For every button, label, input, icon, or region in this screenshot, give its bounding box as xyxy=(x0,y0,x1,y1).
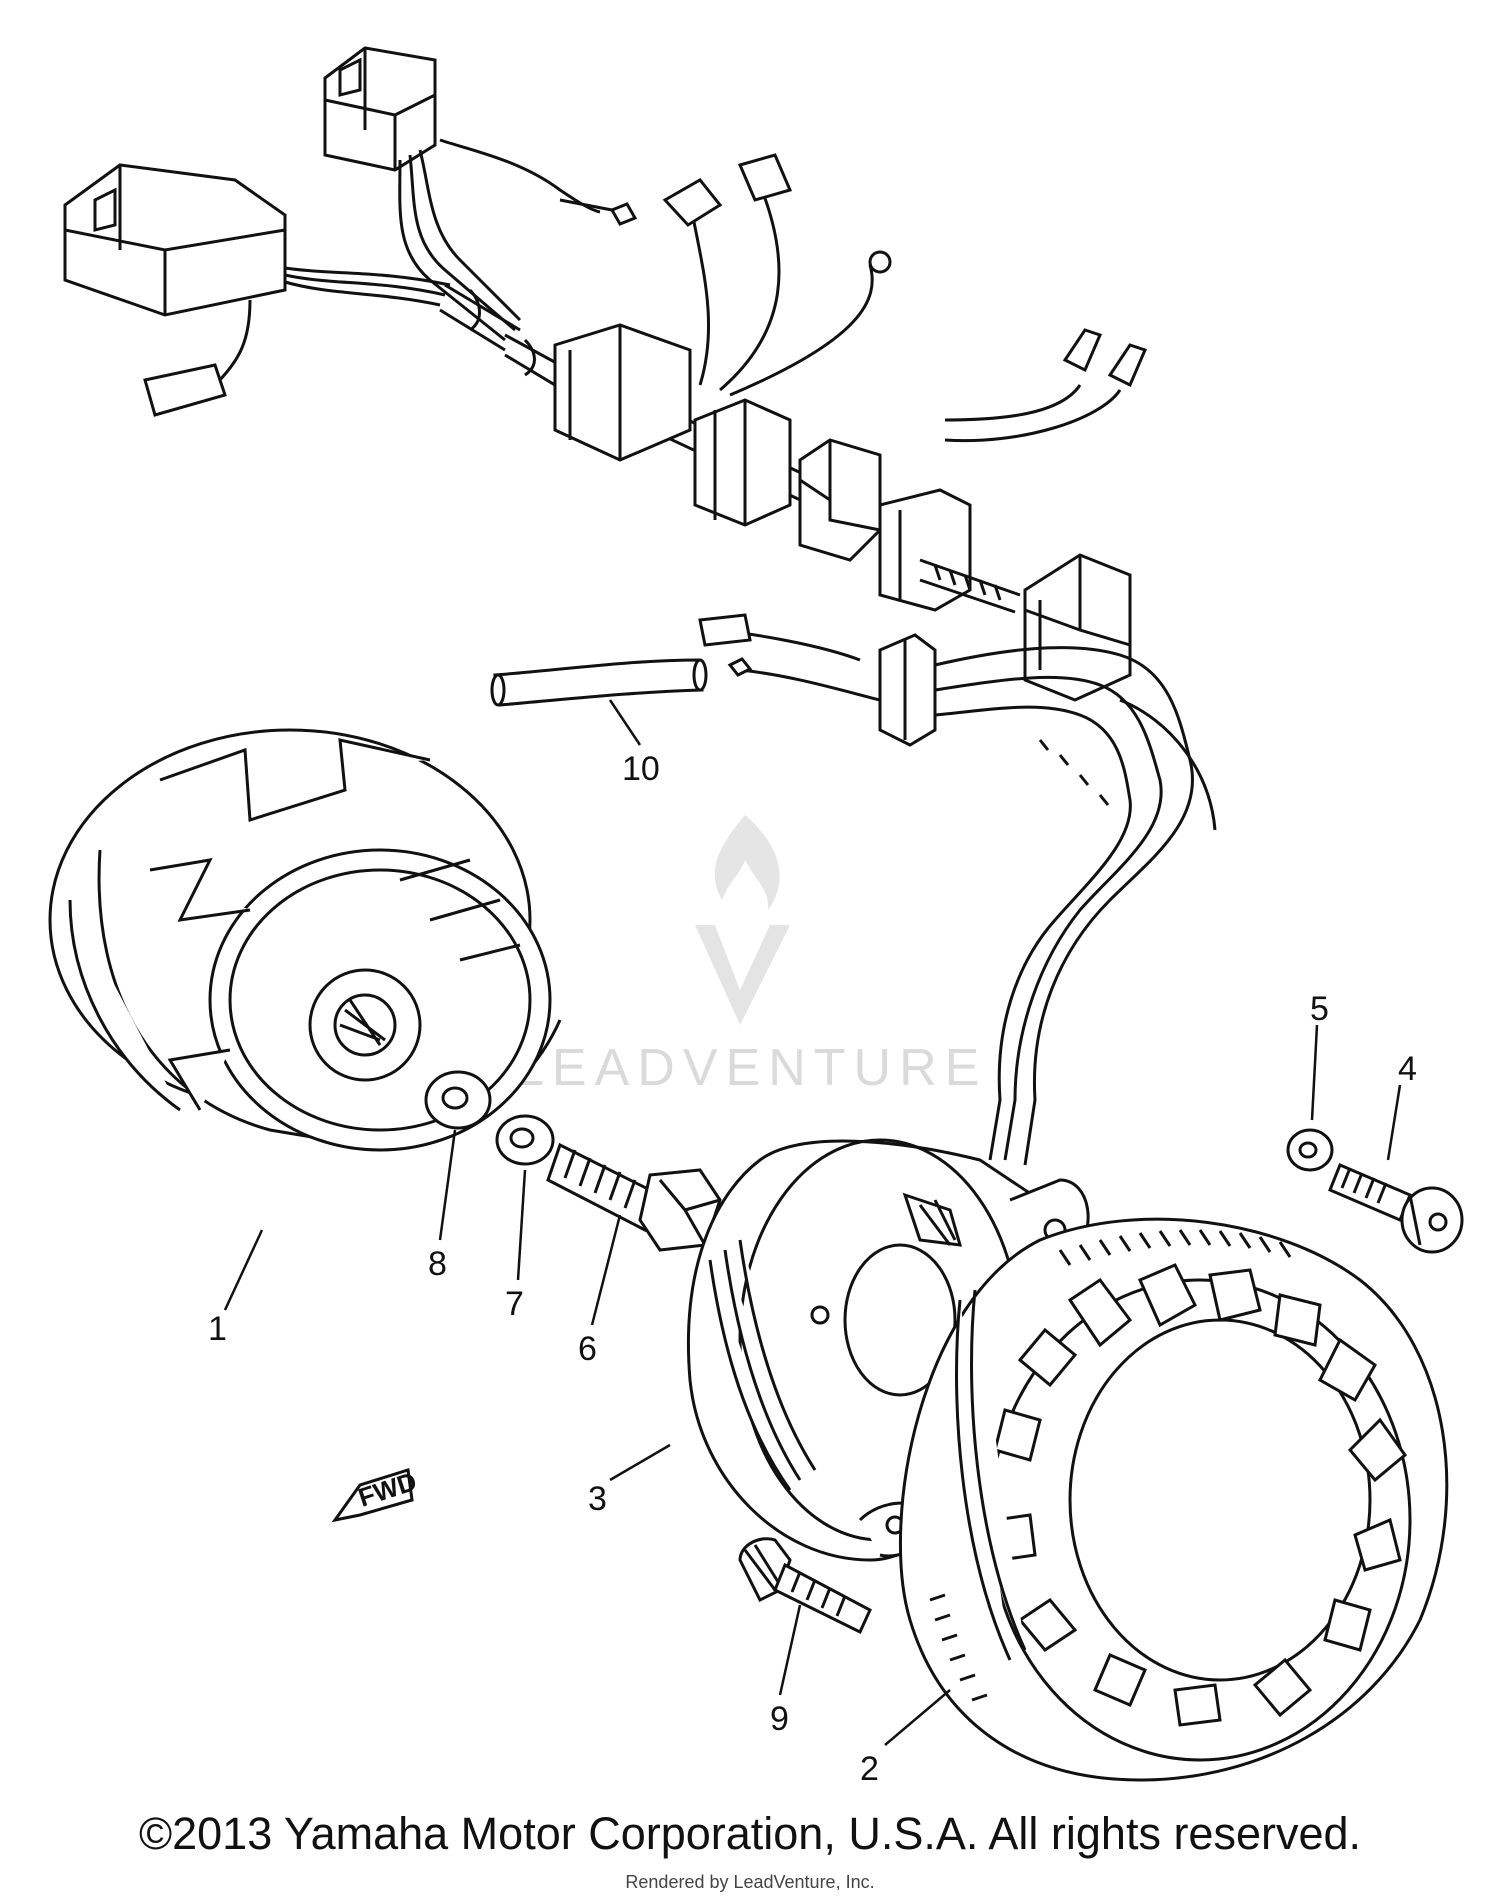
callout-4: 4 xyxy=(1398,1050,1417,1088)
callout-labels: 1 2 3 4 5 6 7 8 9 10 xyxy=(208,750,1417,1788)
callout-5: 5 xyxy=(1310,990,1329,1028)
part-8-washer xyxy=(424,1070,492,1130)
callout-7: 7 xyxy=(505,1285,524,1323)
watermark-flame-icon xyxy=(714,815,780,910)
fwd-arrow-icon: FWD xyxy=(331,1466,420,1523)
part-5-washer xyxy=(1286,1128,1334,1172)
leader-5 xyxy=(1310,1024,1319,1121)
callout-8: 8 xyxy=(428,1245,447,1283)
part-9-screw xyxy=(738,1537,872,1635)
leader-6 xyxy=(590,1214,622,1326)
part-7-lock-washer xyxy=(495,1114,555,1166)
leader-4 xyxy=(1386,1084,1402,1161)
leader-2 xyxy=(884,1689,951,1746)
callout-3: 3 xyxy=(588,1480,607,1518)
callout-10: 10 xyxy=(622,750,660,788)
connector-left xyxy=(63,163,287,317)
watermark-text: LEADVENTURE xyxy=(515,1039,987,1097)
copyright-notice: ©2013 Yamaha Motor Corporation, U.S.A. A… xyxy=(138,1808,1362,1859)
callout-6: 6 xyxy=(578,1330,597,1368)
leader-1 xyxy=(223,1229,264,1311)
leader-9 xyxy=(778,1604,802,1696)
part-1-rotor xyxy=(48,728,562,1152)
callout-2: 2 xyxy=(860,1750,879,1788)
connector-upper xyxy=(323,46,437,172)
rendered-by-credit: Rendered by LeadVenture, Inc. xyxy=(625,1872,875,1892)
leader-10 xyxy=(608,699,642,746)
watermark: LEADVENTURE xyxy=(515,815,987,1097)
part-4-screw xyxy=(1328,1163,1464,1254)
leader-8 xyxy=(438,1129,457,1241)
part-10-tube xyxy=(490,658,708,707)
part-2-stator-coil xyxy=(899,1217,1449,1782)
wiring-harness xyxy=(63,46,1217,1166)
callout-9: 9 xyxy=(770,1700,789,1738)
watermark-v-icon xyxy=(695,925,790,1025)
callout-1: 1 xyxy=(208,1310,227,1348)
leader-3 xyxy=(609,1443,671,1482)
leader-lines xyxy=(223,699,1402,1746)
part-6-bolt xyxy=(546,1142,722,1252)
leader-7 xyxy=(516,1169,527,1281)
